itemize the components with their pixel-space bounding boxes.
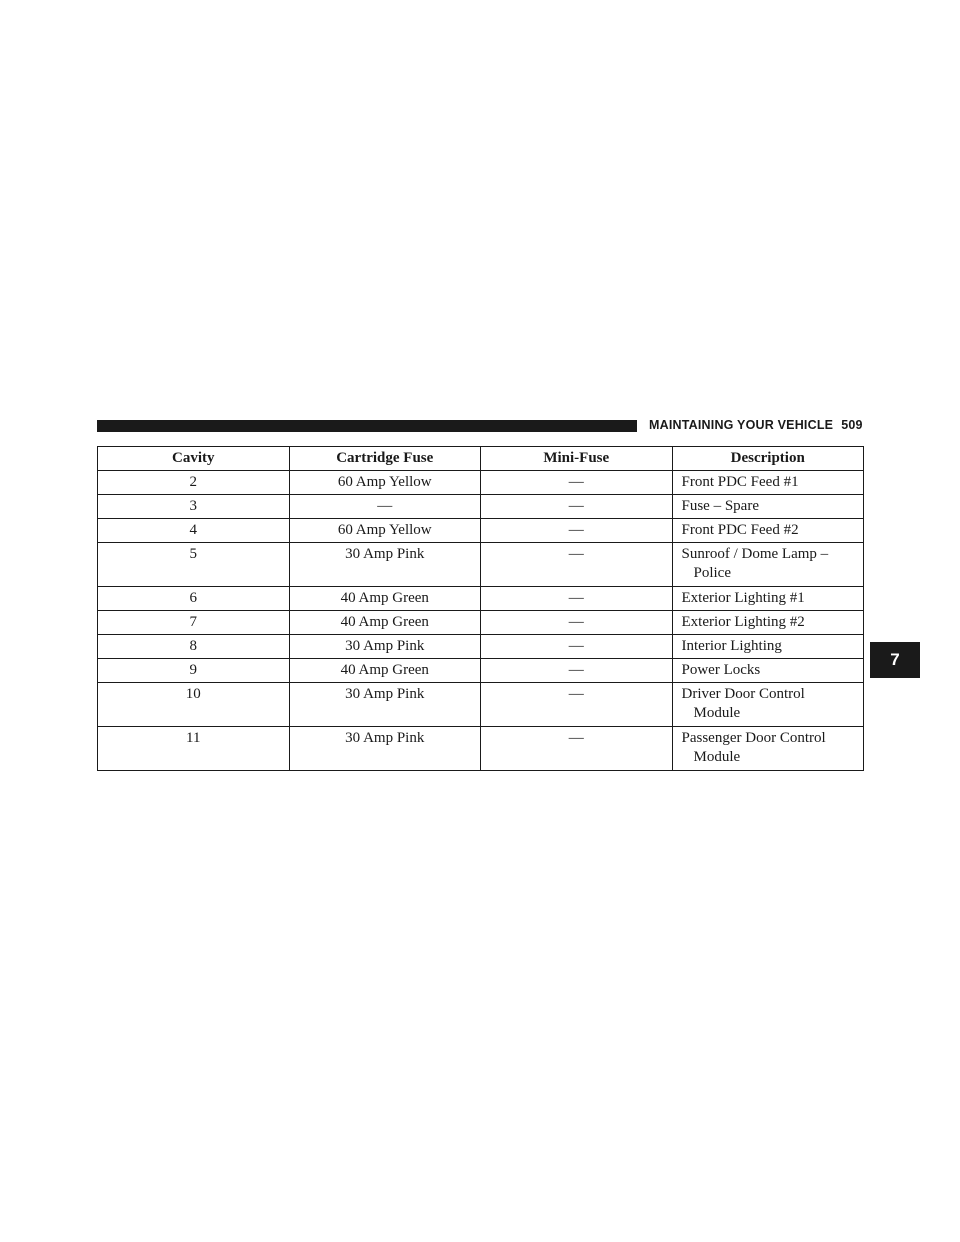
- description-line: Module: [693, 705, 741, 721]
- description-line: Exterior Lighting #1: [681, 590, 805, 606]
- cartridge-fuse-cell: 60 Amp Yellow: [288, 518, 481, 543]
- column-header-mini-fuse: Mini-Fuse: [480, 446, 673, 471]
- description-line: Power Locks: [681, 662, 761, 678]
- description-line: Interior Lighting: [681, 638, 782, 654]
- mini-fuse-cell: —: [480, 682, 673, 727]
- description-line: Front PDC Feed #2: [681, 522, 799, 538]
- description-line: Sunroof / Dome Lamp –: [681, 546, 829, 562]
- table-header-row: Cavity Cartridge Fuse Mini-Fuse Descript…: [97, 446, 864, 471]
- section-header: MAINTAINING YOUR VEHICLE 509: [649, 418, 863, 432]
- cavity-cell: 10: [97, 682, 290, 727]
- cavity-cell: 11: [97, 726, 290, 771]
- cavity-cell: 8: [97, 634, 290, 659]
- cavity-cell: 4: [97, 518, 290, 543]
- header-rule: [97, 420, 637, 432]
- description-cell: Sunroof / Dome Lamp – Police: [671, 542, 864, 587]
- cartridge-fuse-cell: 40 Amp Green: [288, 586, 481, 611]
- cavity-cell: 7: [97, 610, 290, 635]
- cartridge-fuse-cell: —: [288, 494, 481, 519]
- fuse-table: Cavity Cartridge Fuse Mini-Fuse Descript…: [97, 446, 864, 771]
- mini-fuse-cell: —: [480, 494, 673, 519]
- cavity-cell: 5: [97, 542, 290, 587]
- mini-fuse-cell: —: [480, 470, 673, 495]
- mini-fuse-cell: —: [480, 586, 673, 611]
- mini-fuse-cell: —: [480, 610, 673, 635]
- cartridge-fuse-cell: 40 Amp Green: [288, 610, 481, 635]
- cartridge-fuse-cell: 40 Amp Green: [288, 658, 481, 683]
- description-line: Police: [693, 565, 732, 581]
- page-number: 509: [841, 418, 863, 432]
- cavity-cell: 2: [97, 470, 290, 495]
- cavity-cell: 9: [97, 658, 290, 683]
- description-line: Passenger Door Control: [681, 730, 826, 746]
- description-line: Exterior Lighting #2: [681, 614, 805, 630]
- cartridge-fuse-cell: 60 Amp Yellow: [288, 470, 481, 495]
- cartridge-fuse-cell: 30 Amp Pink: [288, 542, 481, 587]
- description-cell: Exterior Lighting #2: [671, 610, 864, 635]
- description-cell: Power Locks: [671, 658, 864, 683]
- description-line: Driver Door Control: [681, 686, 805, 702]
- column-header-cartridge-fuse: Cartridge Fuse: [288, 446, 481, 471]
- mini-fuse-cell: —: [480, 518, 673, 543]
- description-cell: Interior Lighting: [671, 634, 864, 659]
- mini-fuse-cell: —: [480, 658, 673, 683]
- table-row: 3——Fuse – Spare: [97, 494, 864, 519]
- column-header-description: Description: [671, 446, 864, 471]
- description-line: Fuse – Spare: [681, 498, 760, 514]
- cavity-cell: 6: [97, 586, 290, 611]
- description-cell: Fuse – Spare: [671, 494, 864, 519]
- cartridge-fuse-cell: 30 Amp Pink: [288, 682, 481, 727]
- cavity-cell: 3: [97, 494, 290, 519]
- mini-fuse-cell: —: [480, 726, 673, 771]
- description-cell: Front PDC Feed #1: [671, 470, 864, 495]
- description-line: Front PDC Feed #1: [681, 474, 799, 490]
- mini-fuse-cell: —: [480, 542, 673, 587]
- description-cell: Exterior Lighting #1: [671, 586, 864, 611]
- cartridge-fuse-cell: 30 Amp Pink: [288, 634, 481, 659]
- column-header-cavity: Cavity: [97, 446, 290, 471]
- description-cell: Front PDC Feed #2: [671, 518, 864, 543]
- mini-fuse-cell: —: [480, 634, 673, 659]
- chapter-tab: 7: [870, 642, 920, 678]
- section-title: MAINTAINING YOUR VEHICLE: [649, 418, 834, 432]
- description-line: Module: [693, 749, 741, 765]
- cartridge-fuse-cell: 30 Amp Pink: [288, 726, 481, 771]
